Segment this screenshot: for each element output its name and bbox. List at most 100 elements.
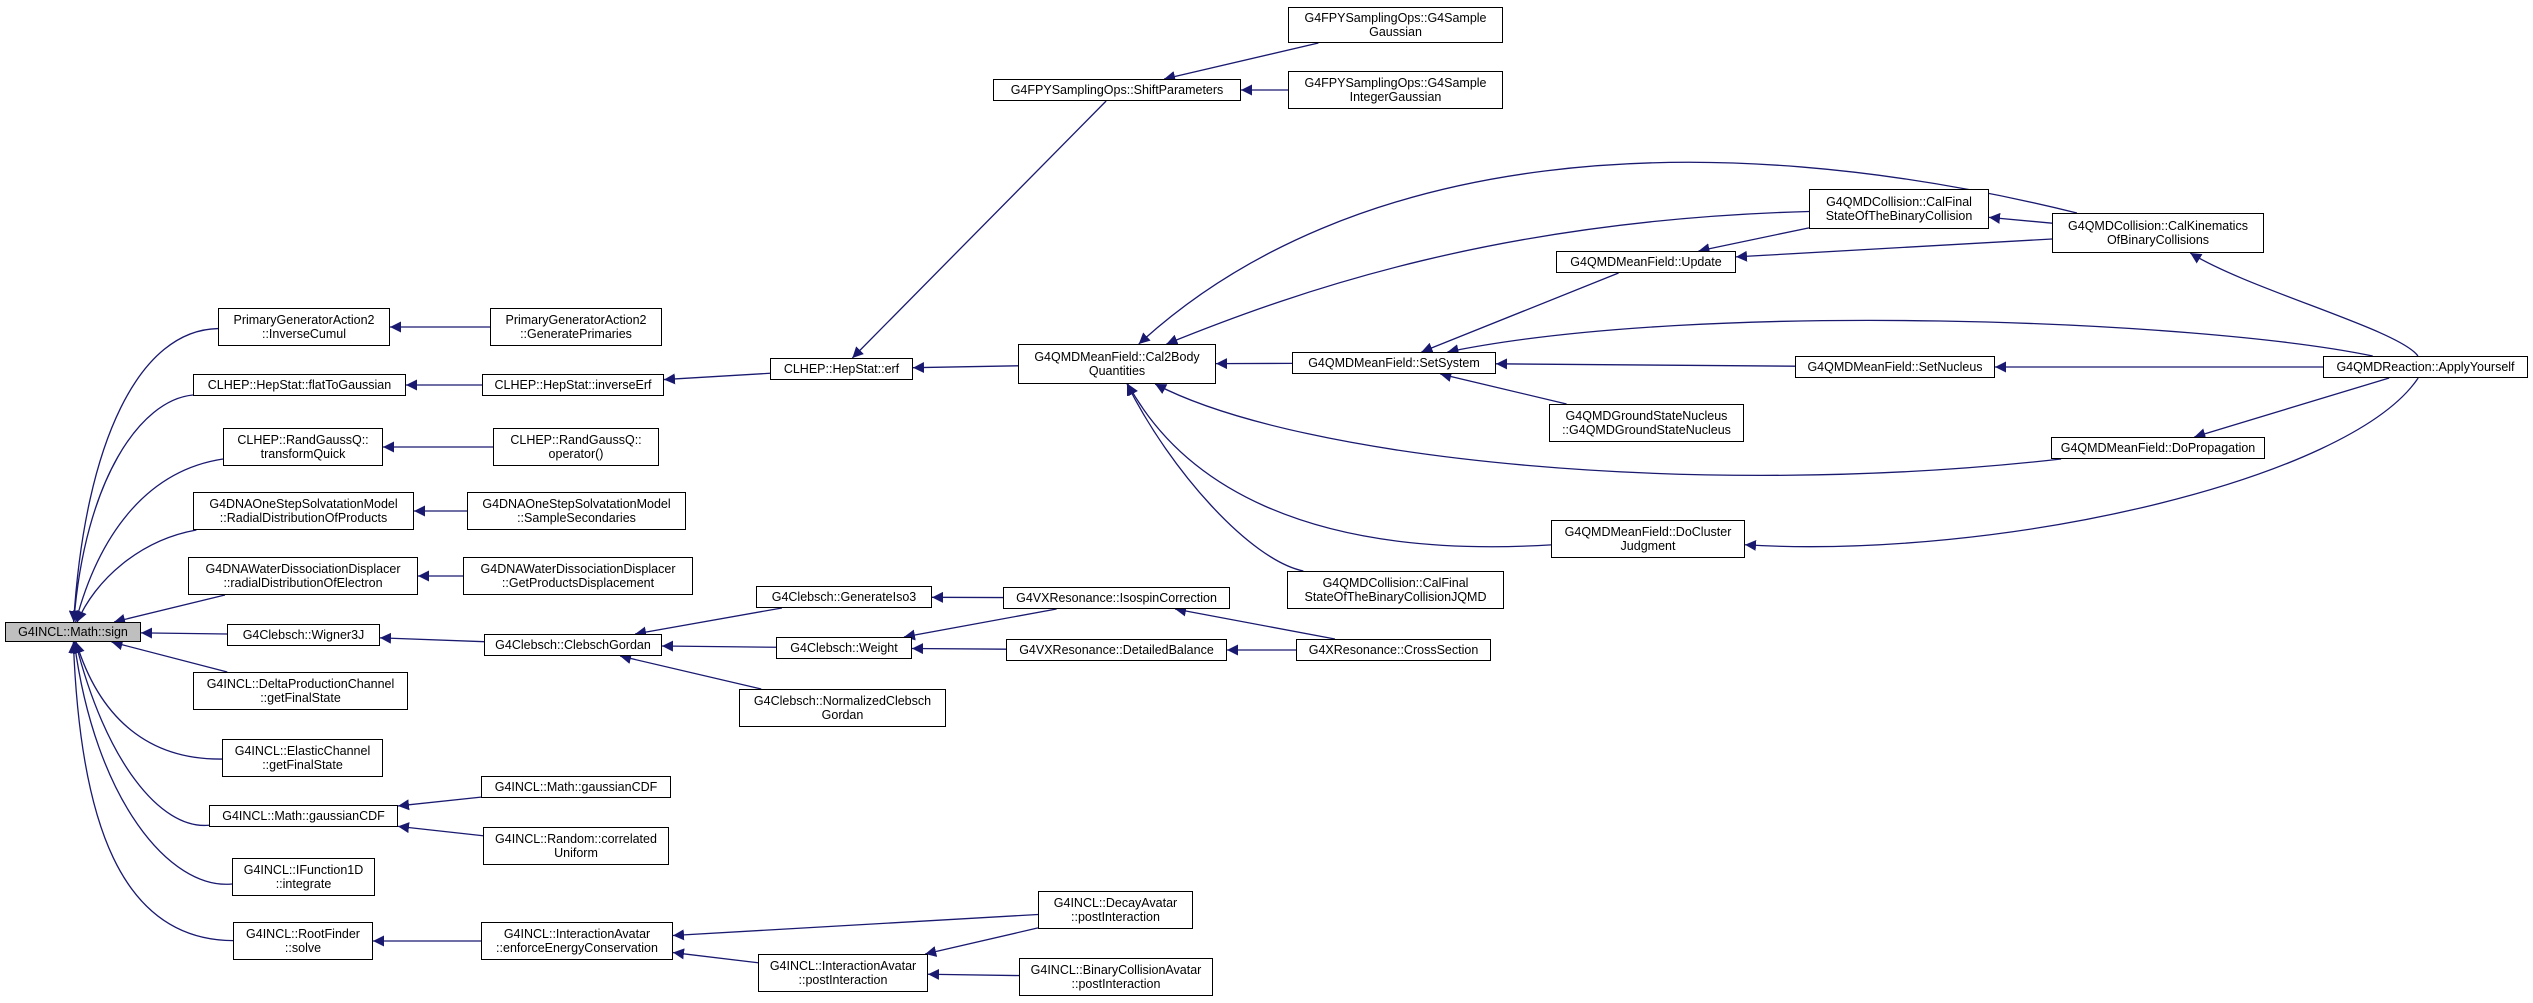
node-label-line: G4FPYSamplingOps::G4Sample <box>1304 76 1487 90</box>
edge-fpy-samplegaussian-to-fpy-shiftparameters <box>1163 42 1319 82</box>
node-vxres-detailedbalance[interactable]: G4VXResonance::DetailedBalance <box>1006 639 1227 661</box>
node-dnawater-getproductsdisplacement[interactable]: G4DNAWaterDissociationDisplacer::GetProd… <box>463 557 693 595</box>
node-clebsch-clebschgordan[interactable]: G4Clebsch::ClebschGordan <box>484 634 662 656</box>
node-label-line: Judgment <box>1620 539 1676 553</box>
node-label-line: ::G4QMDGroundStateNucleus <box>1562 423 1731 437</box>
node-hepstat-inverseerf[interactable]: CLHEP::HepStat::inverseErf <box>482 374 664 396</box>
edge-qmdreaction-applyyourself-to-qmdmf-setsystem <box>1447 319 2373 357</box>
node-dna-samplesecondaries[interactable]: G4DNAOneStepSolvatationModel::SampleSeco… <box>467 492 686 530</box>
node-label-line: G4QMDMeanField::Cal2Body <box>1034 350 1200 364</box>
node-vxres-isospincorrection[interactable]: G4VXResonance::IsospinCorrection <box>1003 587 1230 609</box>
node-label-line: G4QMDMeanField::SetSystem <box>1308 356 1480 370</box>
node-label-line: Gordan <box>821 708 864 722</box>
edge-randgaussq-transformquick-to-math-sign <box>73 458 224 623</box>
node-label-line: transformQuick <box>260 447 346 461</box>
node-label-line: G4INCL::DecayAvatar <box>1053 896 1178 910</box>
node-label-line: G4INCL::Math::gaussianCDF <box>222 809 385 823</box>
node-hepstat-erf[interactable]: CLHEP::HepStat::erf <box>770 358 913 380</box>
node-clebsch-generateiso3[interactable]: G4Clebsch::GenerateIso3 <box>756 586 932 608</box>
node-label-line: G4QMDGroundStateNucleus <box>1565 409 1728 423</box>
node-label-line: Gaussian <box>1369 25 1422 39</box>
node-qmdmf-setsystem[interactable]: G4QMDMeanField::SetSystem <box>1292 352 1496 374</box>
node-xres-crosssection[interactable]: G4XResonance::CrossSection <box>1296 639 1491 661</box>
node-pga2-generateprimaries[interactable]: PrimaryGeneratorAction2::GeneratePrimari… <box>490 308 662 346</box>
node-clebsch-weight[interactable]: G4Clebsch::Weight <box>776 637 912 659</box>
node-label-line: G4Clebsch::NormalizedClebsch <box>753 694 932 708</box>
node-label-line: ::getFinalState <box>262 758 343 772</box>
node-label-line: G4INCL::Math::sign <box>18 625 128 639</box>
edge-clebsch-generateiso3-to-clebsch-clebschgordan <box>634 607 783 638</box>
node-math-gaussiancdf-right[interactable]: G4INCL::Math::gaussianCDF <box>481 776 671 798</box>
edge-binarycollisionavatar-postinteraction-to-interactionavatar-postinteraction <box>927 968 1020 980</box>
edge-qmdmf-update-to-qmdmf-setsystem <box>1421 272 1619 354</box>
node-label-line: ::InverseCumul <box>261 327 347 341</box>
node-label-line: G4INCL::InteractionAvatar <box>769 959 917 973</box>
node-dna-radialproducts[interactable]: G4DNAOneStepSolvatationModel::RadialDist… <box>193 492 414 530</box>
node-math-gaussiancdf-left[interactable]: G4INCL::Math::gaussianCDF <box>209 805 398 827</box>
edge-fpy-shiftparameters-to-hepstat-erf <box>851 100 1107 359</box>
node-qmdreaction-applyyourself[interactable]: G4QMDReaction::ApplyYourself <box>2323 356 2528 378</box>
edge-pga2-inversecumul-to-math-sign <box>68 327 219 623</box>
edge-rootfinder-solve-to-math-sign <box>68 641 234 942</box>
node-interactionavatar-enforceenergy[interactable]: G4INCL::InteractionAvatar::enforceEnergy… <box>481 922 673 960</box>
node-qmdmf-dopropagation[interactable]: G4QMDMeanField::DoPropagation <box>2051 437 2265 459</box>
node-label-line: ::integrate <box>275 877 332 891</box>
edge-vxres-detailedbalance-to-clebsch-weight <box>911 643 1007 655</box>
edge-decayavatar-postinteraction-to-interactionavatar-enforceenergy <box>672 913 1039 941</box>
node-label-line: G4QMDCollision::CalFinal <box>1322 576 1469 590</box>
node-label-line: ::postInteraction <box>1071 977 1161 991</box>
edge-clebsch-normalizedclebschgordan-to-clebsch-clebschgordan <box>619 653 762 690</box>
node-label-line: ::getFinalState <box>260 691 341 705</box>
node-label-line: G4INCL::Random::correlated <box>495 832 657 846</box>
node-hepstat-flattogaussian[interactable]: CLHEP::HepStat::flatToGaussian <box>193 374 406 396</box>
node-dnawater-radialelectron[interactable]: G4DNAWaterDissociationDisplacer::radialD… <box>188 557 418 595</box>
node-label-line: G4XResonance::CrossSection <box>1308 643 1479 657</box>
node-deltaproduction-getfinalstate[interactable]: G4INCL::DeltaProductionChannel::getFinal… <box>193 672 408 710</box>
node-label-line: CLHEP::HepStat::inverseErf <box>494 378 652 392</box>
node-math-sign[interactable]: G4INCL::Math::sign <box>5 622 141 642</box>
node-clebsch-wigner3j[interactable]: G4Clebsch::Wigner3J <box>227 624 380 646</box>
node-interactionavatar-postinteraction[interactable]: G4INCL::InteractionAvatar::postInteracti… <box>758 954 928 992</box>
node-label-line: ::enforceEnergyConservation <box>496 941 658 955</box>
node-pga2-inversecumul[interactable]: PrimaryGeneratorAction2::InverseCumul <box>218 308 390 346</box>
edge-qmdcoll-calkinematics-to-qmdmf-update <box>1735 238 2053 262</box>
node-fpy-shiftparameters[interactable]: G4FPYSamplingOps::ShiftParameters <box>993 79 1241 101</box>
node-label-line: G4QMDReaction::ApplyYourself <box>2336 360 2515 374</box>
edge-qmdreaction-applyyourself-to-qmdmf-dopropagation <box>2194 377 2390 440</box>
edge-qmdcoll-calfinalstatejqmd-to-qmdmf-cal2body <box>1126 383 1304 572</box>
edge-qmdcoll-calkinematics-to-qmdmf-cal2body <box>1138 161 2078 345</box>
node-label-line: ::radialDistributionOfElectron <box>223 576 383 590</box>
edge-math-gaussiancdf-right-to-math-gaussiancdf-left <box>397 796 482 811</box>
node-randgaussq-operator[interactable]: CLHEP::RandGaussQ::operator() <box>493 428 659 466</box>
node-randgaussq-transformquick[interactable]: CLHEP::RandGaussQ::transformQuick <box>223 428 383 466</box>
node-label-line: G4Clebsch::GenerateIso3 <box>771 590 917 604</box>
node-label-line: G4QMDMeanField::DoCluster <box>1564 525 1732 539</box>
node-label-line: G4QMDMeanField::SetNucleus <box>1807 360 1983 374</box>
node-label-line: ::SampleSecondaries <box>517 511 636 525</box>
node-rootfinder-solve[interactable]: G4INCL::RootFinder::solve <box>233 922 373 960</box>
node-label-line: StateOfTheBinaryCollision <box>1825 209 1973 223</box>
node-decayavatar-postinteraction[interactable]: G4INCL::DecayAvatar::postInteraction <box>1038 891 1193 929</box>
node-qmdmf-setnucleus[interactable]: G4QMDMeanField::SetNucleus <box>1795 356 1995 378</box>
edge-dnawater-radialelectron-to-math-sign <box>113 594 226 625</box>
node-elasticchannel-getfinalstate[interactable]: G4INCL::ElasticChannel::getFinalState <box>222 739 383 777</box>
node-label-line: G4INCL::InteractionAvatar <box>503 927 651 941</box>
node-qmdmf-update[interactable]: G4QMDMeanField::Update <box>1556 251 1736 273</box>
node-label-line: CLHEP::HepStat::erf <box>783 362 900 376</box>
node-ifunction1d-integrate[interactable]: G4INCL::IFunction1D::integrate <box>232 858 375 896</box>
node-label-line: G4QMDMeanField::DoPropagation <box>2060 441 2256 455</box>
node-qmdgs-nucleus[interactable]: G4QMDGroundStateNucleus::G4QMDGroundStat… <box>1549 404 1744 442</box>
node-label-line: PrimaryGeneratorAction2 <box>505 313 647 327</box>
edge-qmdmf-dopropagation-to-qmdmf-cal2body <box>1154 383 2062 476</box>
node-binarycollisionavatar-postinteraction[interactable]: G4INCL::BinaryCollisionAvatar::postInter… <box>1019 958 1213 996</box>
node-label-line: CLHEP::RandGaussQ:: <box>237 433 369 447</box>
